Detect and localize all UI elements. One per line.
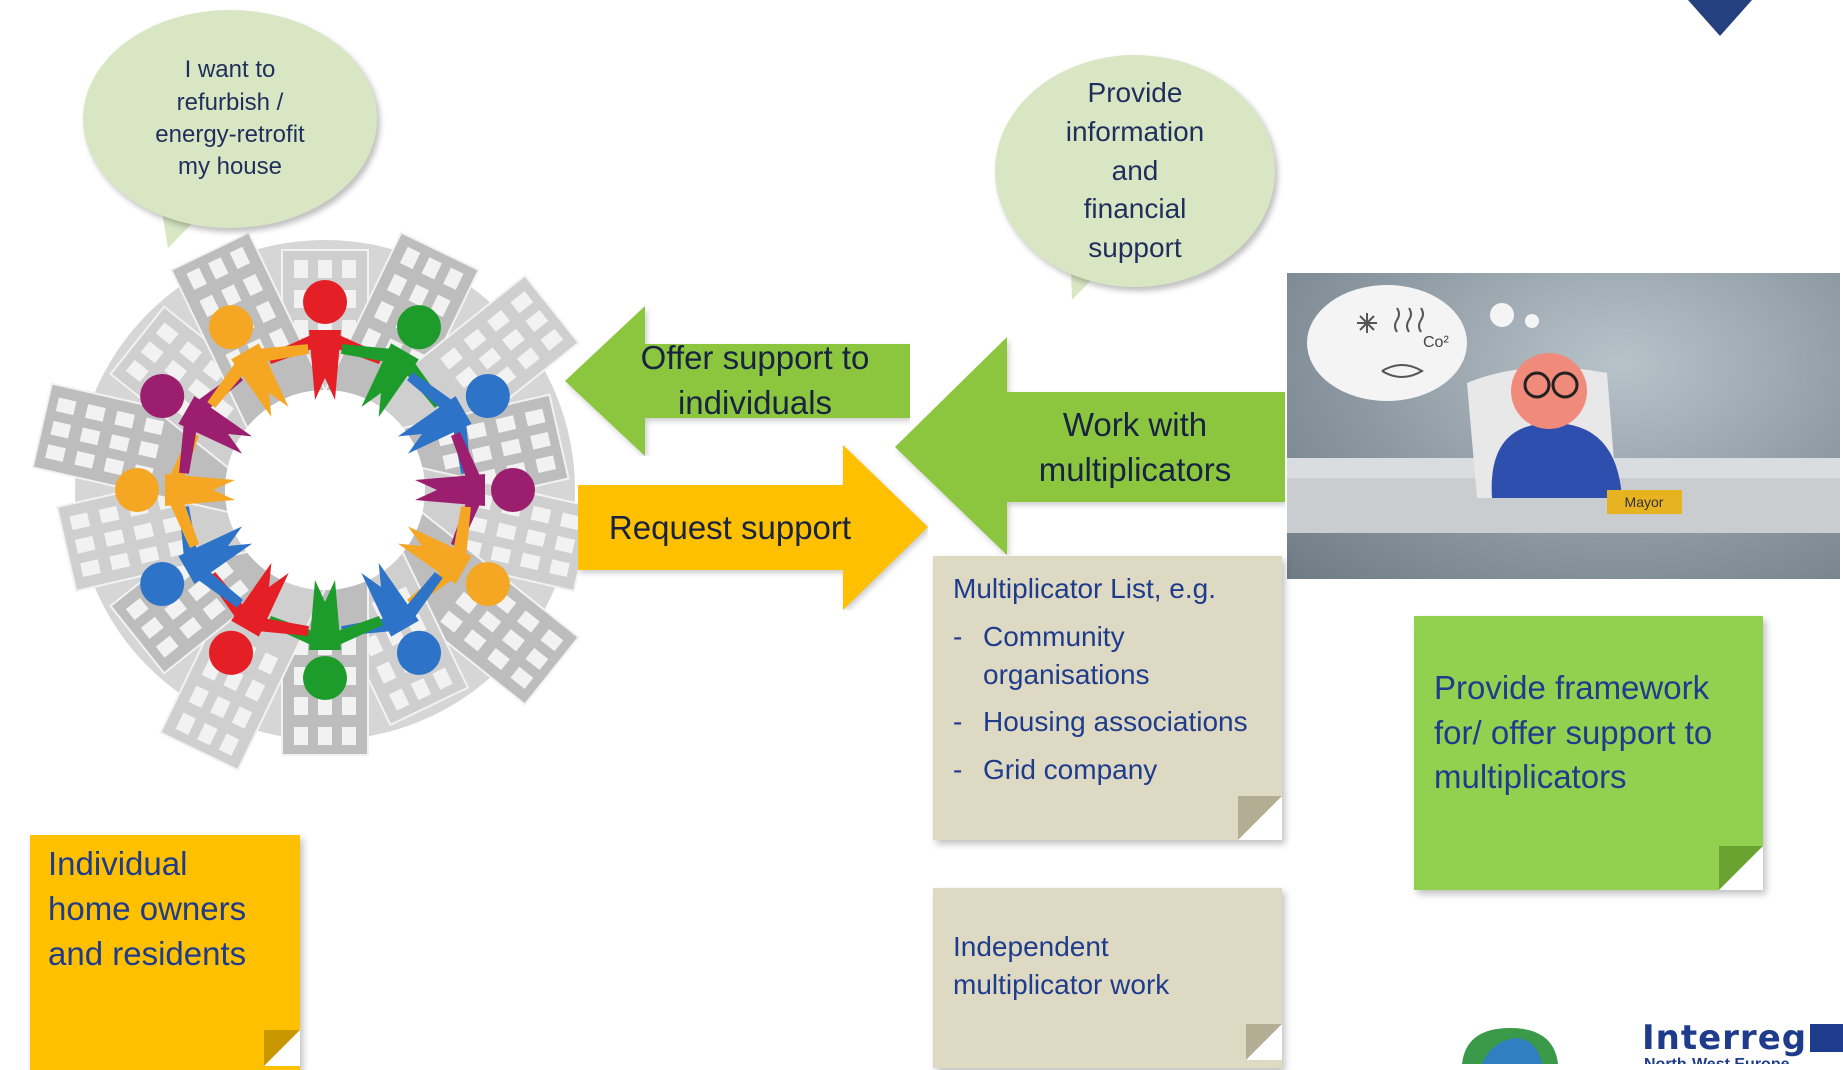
note-fold — [1238, 796, 1282, 840]
residents-label: Individual home owners and residents — [48, 845, 247, 973]
mayor-nameplate: Mayor — [1625, 494, 1664, 510]
mayor-thought: Provide information and financial suppor… — [995, 55, 1275, 287]
center-plaza — [225, 390, 425, 590]
resident-thought-text: I want to refurbish / energy-retrofit my… — [155, 56, 305, 181]
mayor-thought-text: Provide information and financial suppor… — [1065, 77, 1205, 263]
list-item: -Grid company — [953, 754, 1158, 786]
note-fold — [264, 1030, 300, 1066]
framework-text: Provide framework for/ offer support to … — [1434, 669, 1713, 796]
multiplicator-list-note: Multiplicator List, e.g. -Community orga… — [933, 556, 1282, 840]
globe-logo-icon — [1462, 1028, 1558, 1064]
request-support-label: Request support — [608, 508, 852, 546]
interreg-subtitle: North-West Europe — [1644, 1056, 1789, 1064]
note-fold — [1719, 846, 1763, 890]
mayor-image: Mayor Co² — [1287, 273, 1840, 579]
interreg-logo: Interreg North-West Europe — [1640, 1018, 1843, 1064]
list-item: -Housing associations — [953, 706, 1248, 738]
mayor-illustration: Mayor Co² — [1287, 285, 1840, 533]
offer-support-arrow — [565, 306, 910, 456]
work-with-multiplicators-label: Work with multiplicators — [1038, 405, 1232, 488]
resident-thought: I want to refurbish / energy-retrofit my… — [83, 10, 377, 228]
note-fold — [1246, 1024, 1282, 1060]
request-support-arrow — [578, 445, 928, 610]
community-illustration — [31, 231, 595, 772]
offer-support-label: Offer support to individuals — [640, 339, 870, 421]
interreg-wordmark: Interreg — [1642, 1018, 1808, 1058]
work-with-multiplicators-arrow — [895, 337, 1285, 555]
building — [367, 274, 580, 469]
framework-note: Provide framework for/ offer support to … — [1414, 616, 1763, 890]
co2-symbol: Co² — [1423, 334, 1449, 351]
independent-work-note: Independent multiplicator work — [933, 888, 1282, 1068]
residents-note: Individual home owners and residents — [30, 835, 300, 1070]
multiplicator-list-title: Multiplicator List, e.g. — [953, 573, 1216, 604]
list-item: -Community organisations — [953, 620, 1150, 690]
eu-flag-icon — [1810, 1024, 1843, 1052]
independent-work-text: Independent multiplicator work — [953, 931, 1170, 1000]
shield-logo-icon — [1688, 0, 1752, 36]
person-figure — [207, 305, 309, 418]
